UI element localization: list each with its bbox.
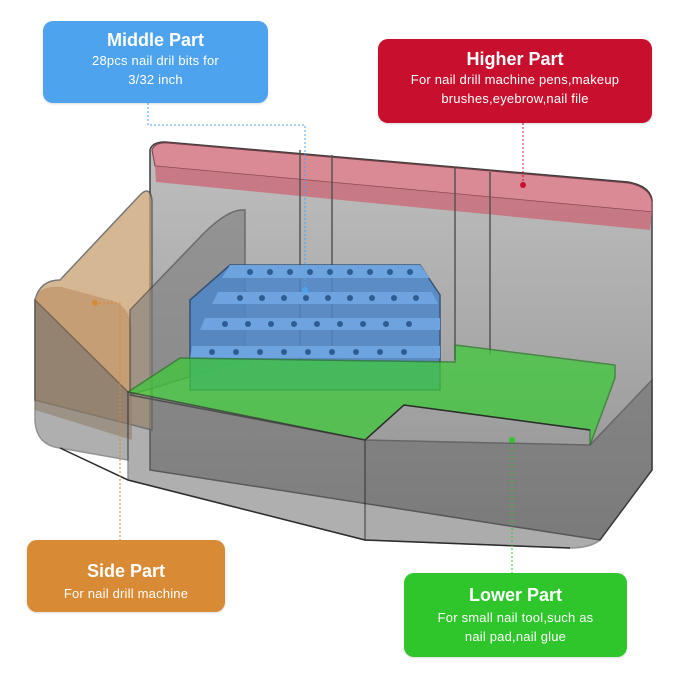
higher-part-compartments <box>151 142 653 213</box>
callout-description-line-1: For nail drill machine pens,makeup <box>410 72 620 87</box>
callout-title: Middle Part <box>106 30 204 50</box>
callout-lower-part: Lower Part For small nail tool,such as n… <box>404 573 627 657</box>
middle-part-rack <box>189 264 441 391</box>
callout-higher-part: Higher Part For nail drill machine pens,… <box>378 39 652 123</box>
leader-middle <box>147 103 306 290</box>
callout-description-line-2: nail pad,nail glue <box>464 629 567 644</box>
rack-holes <box>209 269 419 355</box>
callout-description-line-1: For small nail tool,such as <box>437 610 594 625</box>
callout-description-line-2: 3/32 inch <box>128 72 183 87</box>
callout-description-line-1: 28pcs nail dril bits for <box>92 53 219 68</box>
callout-description-line-1: For nail drill machine <box>63 586 189 601</box>
callout-title: Higher Part <box>466 49 564 69</box>
callout-title: Side Part <box>86 561 166 581</box>
callout-middle-part: Middle Part 28pcs nail dril bits for 3/3… <box>43 21 268 103</box>
organizer-front-wall <box>34 298 129 461</box>
callout-side-part: Side Part For nail drill machine <box>27 540 225 612</box>
callout-title: Lower Part <box>468 585 563 605</box>
callout-description-line-2: brushes,eyebrow,nail file <box>441 91 589 106</box>
